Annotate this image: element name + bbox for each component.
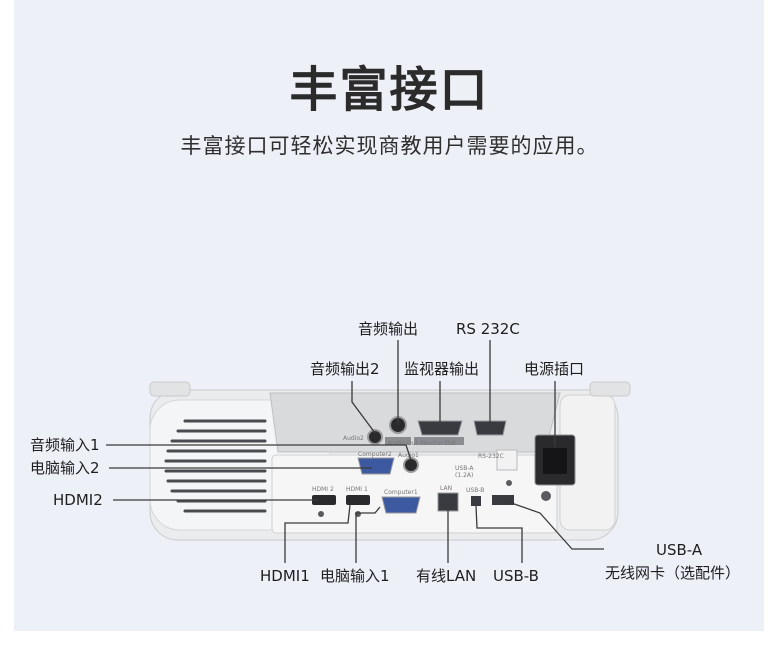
label-audio-out: 音频输出 [358, 320, 419, 338]
page-title: 丰富接口 [289, 62, 490, 118]
label-pc-in1: 电脑输入1 [320, 567, 390, 585]
monitor-out-port [417, 420, 463, 436]
page-subtitle: 丰富接口可轻松实现商教用户需要的应用。 [180, 134, 599, 158]
label-usb-b: USB-B [493, 567, 539, 585]
label-audio-in1: 音频输入1 [30, 436, 100, 454]
label-audio-out2: 音频输出2 [310, 360, 380, 378]
panel-text-audio1: Audio1 [398, 452, 419, 459]
audio-in1-jack [403, 457, 419, 473]
label-power: 电源插口 [524, 360, 585, 378]
panel-text-hdmi1: HDMI 1 [346, 486, 368, 493]
hdmi2-port [312, 495, 336, 505]
label-hdmi2: HDMI2 [53, 491, 103, 509]
label-rs232c: RS 232C [456, 320, 520, 338]
label-hdmi1: HDMI1 [260, 567, 310, 585]
label-lan: 有线LAN [416, 567, 477, 585]
vent-grille [164, 419, 267, 513]
panel-text-computer2: Computer2 [358, 451, 392, 458]
label-wireless: 无线网卡（选配件） [605, 564, 741, 582]
panel-text-usb-b: USB-B [466, 487, 484, 494]
audio-out2-jack [367, 429, 383, 445]
panel-text-monitor-out: Monitor Out [420, 440, 456, 447]
panel-text-usb-a-current: (1.2A) [455, 472, 473, 479]
usb-b-port [471, 496, 481, 506]
computer1-port [381, 496, 421, 514]
label-usb-a: USB-A [656, 541, 703, 559]
panel-text-computer1: Computer1 [384, 489, 418, 496]
label-pc-in2: 电脑输入2 [30, 459, 100, 477]
panel-text-audio2: Audio2 [343, 435, 364, 442]
label-monitor-out: 监视器输出 [404, 360, 480, 378]
panel-text-hdmi2: HDMI 2 [312, 486, 334, 493]
leader-lines [106, 340, 604, 563]
rs232c-port [473, 420, 507, 436]
hdmi1-port [346, 495, 370, 505]
computer2-port [357, 457, 395, 475]
panel-text-lan: LAN [440, 485, 452, 492]
panel-text-rs232c: RS-232C [478, 453, 504, 460]
panel-text-usb-a: USB-A [455, 465, 474, 472]
panel-text-audio-out: Audio Out [388, 440, 418, 447]
